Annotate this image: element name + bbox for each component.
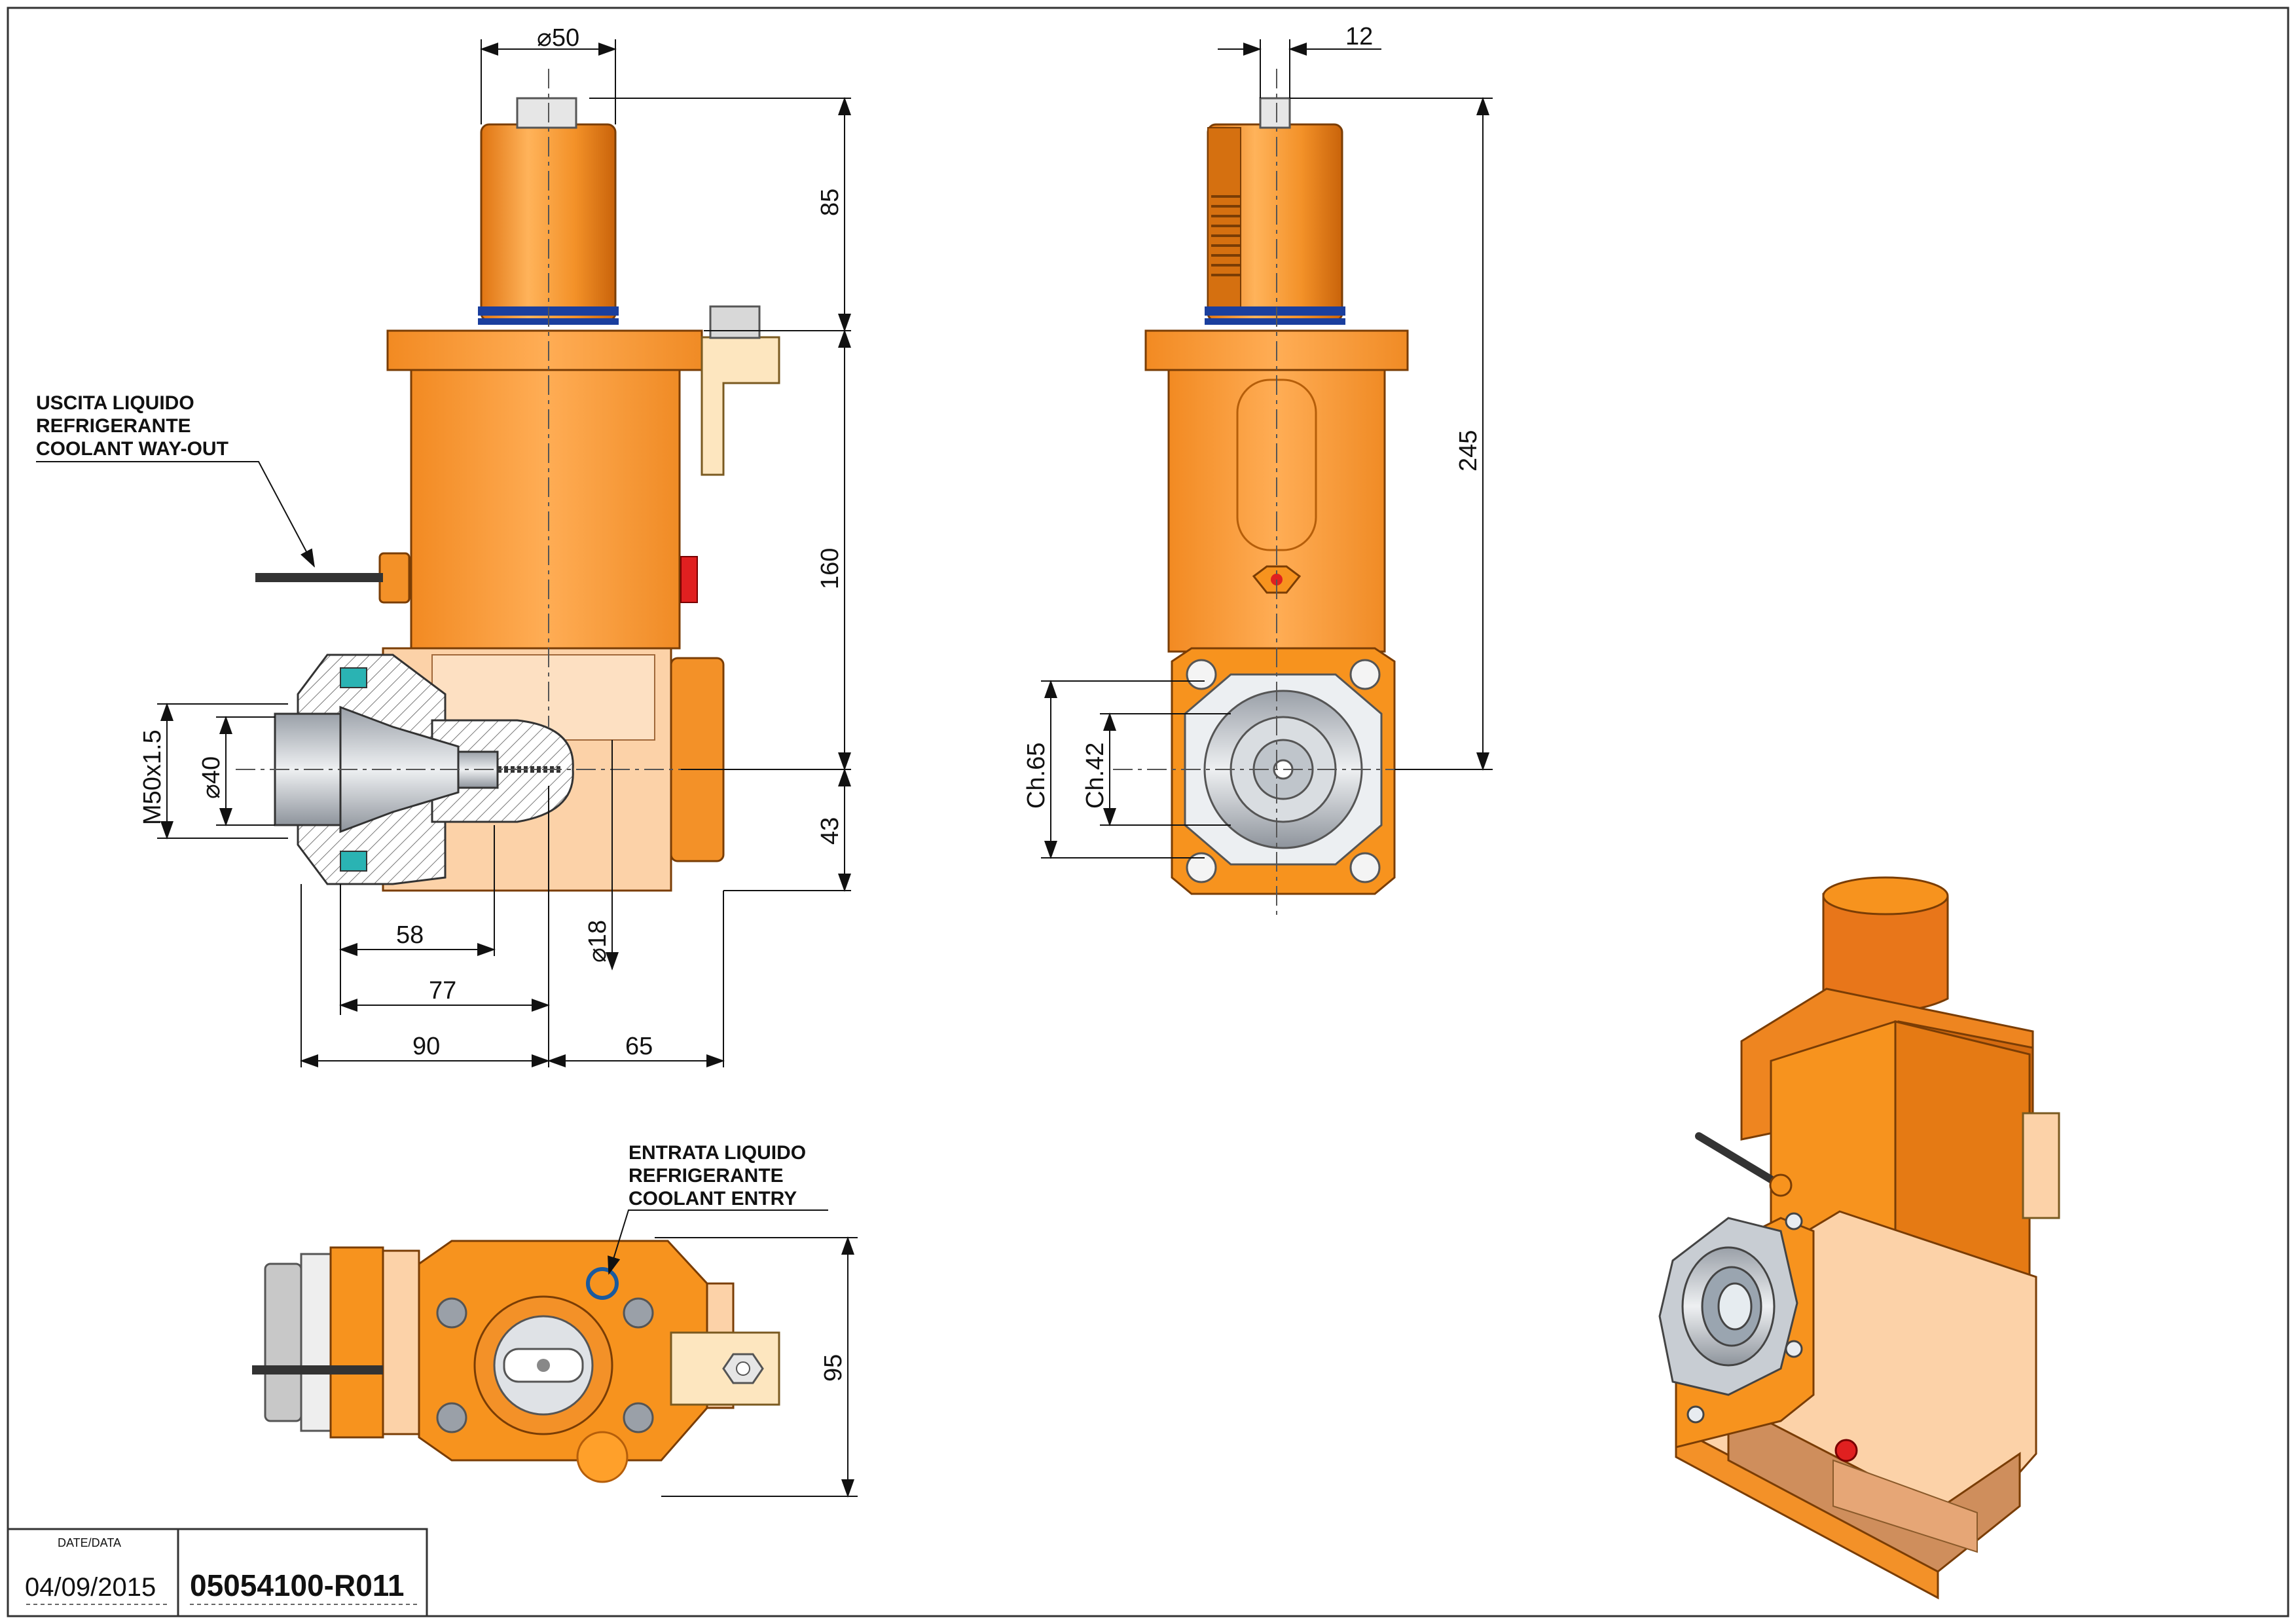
svg-text:⌀40: ⌀40	[198, 756, 225, 799]
dim-12: 12	[1345, 23, 1373, 50]
sheet-border	[7, 7, 2289, 1617]
dim-40: 40	[198, 756, 225, 784]
dim-50: 50	[552, 24, 579, 52]
title-block-date: 04/09/2015	[25, 1573, 156, 1602]
svg-text:⌀50: ⌀50	[537, 24, 579, 52]
side-view	[1113, 69, 1440, 917]
front-view-dimensions	[157, 39, 851, 1067]
dim-ch42: Ch.42	[1082, 743, 1109, 809]
dim-245: 245	[1455, 430, 1482, 471]
dim-160: 160	[816, 548, 844, 589]
title-block-code: 05054100-R011	[190, 1568, 404, 1602]
front-view-dimension-text: ⌀50 85 160 43 M50x1.5 ⌀40 ⌀18 58 77 90 6…	[139, 24, 844, 1060]
top-view-dimensions	[655, 1236, 858, 1498]
dim-90: 90	[412, 1033, 440, 1060]
dim-18: 18	[584, 920, 611, 948]
dim-85: 85	[816, 189, 844, 216]
dim-58: 58	[396, 921, 424, 949]
note-in-line2: REFRIGERANTE	[629, 1165, 784, 1187]
svg-text:⌀18: ⌀18	[584, 920, 611, 963]
side-view-dimensions	[1041, 39, 1493, 859]
coolant-way-out-note: USCITA LIQUIDO REFRIGERANTE COOLANT WAY-…	[36, 392, 315, 568]
coolant-entry-note: ENTRATA LIQUIDO REFRIGERANTE COOLANT ENT…	[608, 1142, 828, 1275]
dim-95: 95	[820, 1354, 847, 1382]
note-in-line1: ENTRATA LIQUIDO	[629, 1142, 806, 1164]
note-out-line1: USCITA LIQUIDO	[36, 392, 194, 414]
dim-m50: M50x1.5	[139, 729, 166, 825]
note-out-line2: REFRIGERANTE	[36, 415, 191, 437]
dim-ch65: Ch.65	[1023, 743, 1050, 809]
title-block-date-label: DATE/DATA	[58, 1536, 121, 1549]
dim-65: 65	[625, 1033, 653, 1060]
dim-43: 43	[816, 817, 844, 845]
side-view-dimension-text: 12 245 Ch.65 Ch.42	[1023, 23, 1482, 809]
title-block: DATE/DATA 04/09/2015 05054100-R011	[7, 1528, 428, 1617]
dim-77: 77	[429, 977, 456, 1005]
note-out-line3: COOLANT WAY-OUT	[36, 438, 228, 460]
isometric-view	[1658, 876, 2060, 1600]
top-view	[252, 1240, 780, 1483]
note-in-line3: COOLANT ENTRY	[629, 1188, 797, 1209]
front-view	[236, 69, 780, 892]
